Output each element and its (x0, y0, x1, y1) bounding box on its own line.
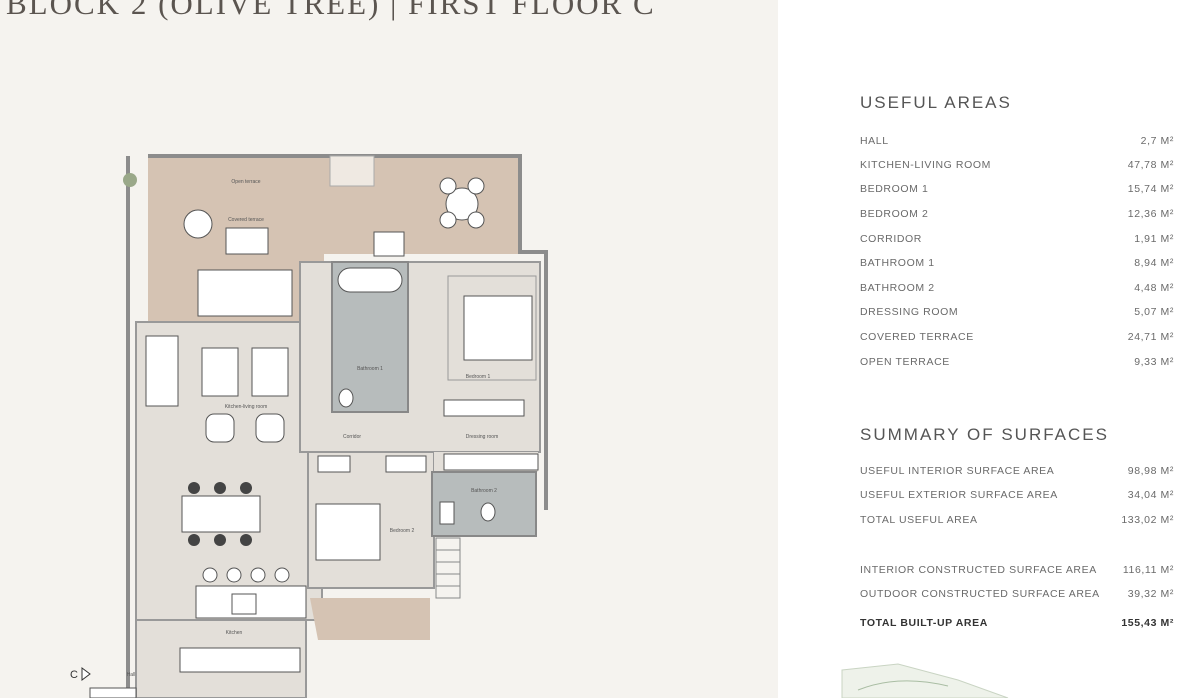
area-value: 98,98 M² (1127, 465, 1174, 477)
floor-plan-panel: BLOCK 2 (OLIVE TREE) | FIRST FLOOR C (0, 0, 778, 698)
area-label: USEFUL INTERIOR SURFACE AREA (860, 465, 1055, 477)
area-label: OPEN TERRACE (860, 356, 950, 368)
area-value: 12,36 M² (1127, 208, 1174, 220)
area-value: 1,91 M² (1134, 233, 1174, 245)
page-title: BLOCK 2 (OLIVE TREE) | FIRST FLOOR C (6, 0, 656, 21)
label-kitchen-living: Kitchen-living room (225, 404, 268, 410)
area-row: BATHROOM 2 4,48 M² (860, 282, 1174, 294)
summary-heading: SUMMARY OF SURFACES (860, 425, 1109, 444)
area-row: DRESSING ROOM 5,07 M² (860, 306, 1174, 318)
label-corridor: Corridor (343, 434, 361, 440)
area-value: 116,11 M² (1122, 564, 1174, 576)
section-marker-label: C (70, 669, 78, 681)
floor-plan: Open terrace Covered terrace Bathroom 1 … (70, 154, 548, 698)
area-value: 8,94 M² (1134, 257, 1174, 269)
area-row: INTERIOR CONSTRUCTED SURFACE AREA 116,11 … (860, 564, 1174, 576)
label-kitchen: Kitchen (226, 630, 243, 636)
area-label: BEDROOM 1 (860, 183, 929, 195)
area-value: 155,43 M² (1121, 617, 1174, 629)
area-label: BEDROOM 2 (860, 208, 929, 220)
area-value: 2,7 M² (1140, 135, 1174, 147)
area-value: 34,04 M² (1127, 489, 1174, 501)
area-value: 9,33 M² (1134, 356, 1174, 368)
area-label: CORRIDOR (860, 233, 922, 245)
area-value: 47,78 M² (1127, 159, 1174, 171)
area-label: OUTDOOR CONSTRUCTED SURFACE AREA (860, 588, 1100, 600)
label-hall: Hall (127, 672, 136, 678)
area-row: USEFUL EXTERIOR SURFACE AREA 34,04 M² (860, 489, 1174, 501)
area-label: TOTAL USEFUL AREA (860, 514, 978, 526)
area-value: 4,48 M² (1134, 282, 1174, 294)
label-covered-terrace: Covered terrace (228, 217, 264, 223)
area-label: KITCHEN-LIVING ROOM (860, 159, 991, 171)
area-table-panel: USEFUL AREAS HALL 2,7 M² KITCHEN-LIVING RO… (778, 0, 1200, 698)
label-open-terrace: Open terrace (231, 179, 260, 185)
area-row: USEFUL INTERIOR SURFACE AREA 98,98 M² (860, 465, 1174, 477)
label-bathroom-2: Bathroom 2 (471, 488, 497, 494)
area-value: 133,02 M² (1121, 514, 1174, 526)
label-bathroom-1: Bathroom 1 (357, 366, 383, 372)
area-row: OUTDOOR CONSTRUCTED SURFACE AREA 39,32 M² (860, 588, 1174, 600)
useful-areas-heading: USEFUL AREAS (860, 93, 1012, 112)
area-label: BATHROOM 1 (860, 257, 935, 269)
area-row: BATHROOM 1 8,94 M² (860, 257, 1174, 269)
area-row: BEDROOM 1 15,74 M² (860, 183, 1174, 195)
area-row: TOTAL USEFUL AREA 133,02 M² (860, 514, 1174, 526)
area-value: 15,74 M² (1127, 183, 1174, 195)
area-row: HALL 2,7 M² (860, 135, 1174, 147)
area-label: HALL (860, 135, 889, 147)
site-map-fragment (841, 663, 1009, 698)
label-bedroom-2: Bedroom 2 (390, 528, 415, 534)
area-value: 5,07 M² (1134, 306, 1174, 318)
area-label: DRESSING ROOM (860, 306, 959, 318)
area-label: INTERIOR CONSTRUCTED SURFACE AREA (860, 564, 1097, 576)
area-value: 24,71 M² (1127, 331, 1174, 343)
area-row: BEDROOM 2 12,36 M² (860, 208, 1174, 220)
label-bedroom-1: Bedroom 1 (466, 374, 491, 380)
area-row: OPEN TERRACE 9,33 M² (860, 356, 1174, 368)
area-label: BATHROOM 2 (860, 282, 935, 294)
area-label: USEFUL EXTERIOR SURFACE AREA (860, 489, 1058, 501)
area-label: TOTAL BUILT-UP AREA (860, 617, 988, 629)
area-row: TOTAL BUILT-UP AREA 155,43 M² (860, 617, 1174, 629)
area-label: COVERED TERRACE (860, 331, 974, 343)
area-value: 39,32 M² (1127, 588, 1174, 600)
area-row: CORRIDOR 1,91 M² (860, 233, 1174, 245)
area-row: KITCHEN-LIVING ROOM 47,78 M² (860, 159, 1174, 171)
area-row: COVERED TERRACE 24,71 M² (860, 331, 1174, 343)
label-dressing-room: Dressing room (466, 434, 499, 440)
